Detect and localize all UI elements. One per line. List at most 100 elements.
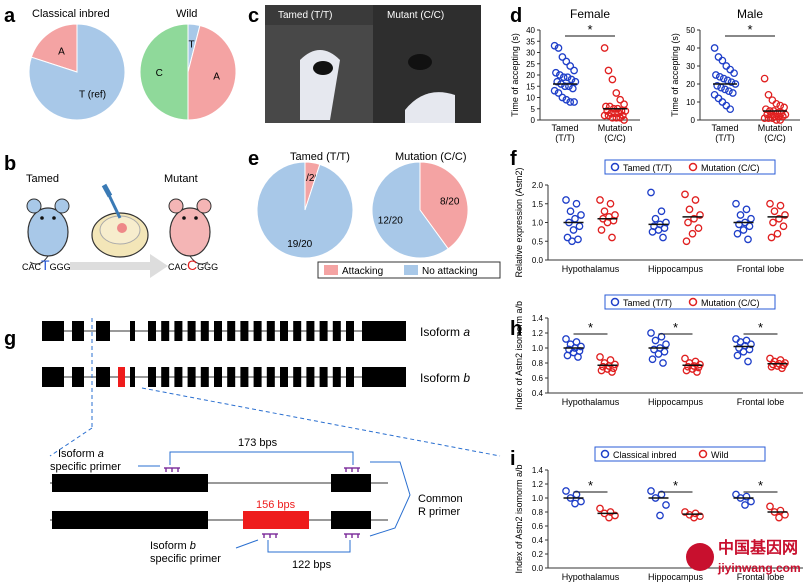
chart-title: Female [570, 7, 610, 21]
y-tick-label: 10 [526, 94, 535, 103]
legend-box [594, 446, 766, 462]
exon [319, 321, 328, 341]
pie-wild: TAC [139, 23, 237, 121]
data-point [571, 499, 579, 508]
pie-slice [30, 23, 78, 73]
svg-text:中国基因网: 中国基因网 [718, 538, 798, 557]
data-point [760, 114, 769, 123]
data-point [685, 205, 694, 214]
y-axis-label: Time of accepting (s) [510, 33, 520, 117]
data-point [776, 101, 785, 110]
common-primer-label1: Common [418, 493, 463, 505]
y-axis-label: Relative expression (Astn2) [514, 167, 524, 277]
data-point [730, 69, 738, 78]
isoform-a-label: Isoform a [420, 325, 470, 339]
data-point [558, 53, 567, 61]
primer-b-label2: specific primer [150, 553, 221, 565]
data-point [596, 353, 604, 361]
data-point [602, 102, 610, 111]
data-point [735, 220, 743, 229]
data-point [747, 214, 755, 223]
data-point [766, 502, 774, 511]
data-point [727, 78, 736, 87]
primer-b-label: Isoform b [150, 540, 196, 552]
exon [42, 321, 64, 341]
exon [306, 367, 315, 387]
data-point [776, 116, 785, 124]
data-point [558, 93, 567, 102]
data-point [616, 113, 625, 122]
exon [240, 367, 249, 387]
data-point [597, 366, 606, 375]
y-tick-label: 0.8 [532, 508, 544, 517]
data-point [733, 351, 742, 360]
zoom-line-right [141, 387, 501, 457]
legend-e-noattack-swatch [404, 265, 418, 275]
panel-letter-i: i [510, 448, 516, 470]
data-point [600, 111, 609, 120]
exon [130, 367, 135, 387]
data-point [647, 329, 655, 337]
panel-letter-d: d [510, 5, 522, 27]
isoform-b-label: Isoform b [420, 371, 470, 385]
x-tick-label: (C/C) [764, 133, 786, 143]
data-point [725, 87, 733, 96]
data-point [770, 207, 779, 216]
pie-e2-title: Mutation (C/C) [395, 151, 467, 163]
exon [42, 367, 64, 387]
data-point [612, 89, 621, 97]
pie-slice [256, 161, 354, 259]
common-primer-label2: R primer [418, 506, 461, 518]
data-point [620, 116, 628, 124]
data-point [577, 211, 585, 219]
pie-slice [371, 161, 449, 259]
exon [253, 367, 262, 387]
data-point [562, 57, 571, 66]
pie-slice-label: 12/20 [378, 216, 403, 227]
exon [332, 367, 341, 387]
y-tick-label: 0.4 [532, 536, 544, 545]
data-point [715, 72, 724, 81]
x-tick-label: Hippocampus [648, 264, 704, 274]
x-tick-label: Frontal lobe [737, 397, 785, 407]
data-point [568, 237, 576, 246]
y-axis-label: Time of accepting (s) [670, 33, 680, 117]
data-point [569, 348, 578, 357]
exon [240, 321, 249, 341]
legend-marker [610, 297, 620, 307]
y-tick-label: 0.6 [532, 522, 544, 531]
data-point [726, 105, 735, 114]
data-point [605, 513, 613, 522]
data-point [681, 354, 689, 363]
y-tick-label: 0 [691, 116, 696, 125]
data-point [681, 190, 689, 199]
photo-left-label: Tamed (T/T) [278, 10, 332, 21]
data-point [648, 228, 657, 236]
data-point [745, 222, 754, 231]
x-tick-label: Hypothalamus [562, 397, 620, 407]
pie-slice-label: 19/20 [287, 239, 312, 250]
exon [266, 367, 275, 387]
x-tick-label: (C/C) [604, 133, 626, 143]
data-point [657, 207, 666, 216]
exon [200, 367, 209, 387]
y-tick-label: 0.0 [532, 564, 544, 573]
data-point [608, 233, 616, 242]
data-point [567, 75, 576, 84]
y-tick-label: 1.4 [532, 314, 544, 323]
data-point [563, 233, 572, 242]
x-tick-label: Frontal lobe [737, 572, 785, 582]
data-point [566, 98, 575, 106]
photo-right-label: Mutant (C/C) [387, 10, 444, 21]
y-axis-label: Index of Astn2 isomorm a/b [514, 301, 524, 410]
exon [319, 367, 328, 387]
exon [200, 321, 209, 341]
exon [306, 321, 315, 341]
y-tick-label: 20 [686, 80, 695, 89]
exon [227, 321, 236, 341]
data-point [712, 71, 720, 79]
exon [266, 321, 275, 341]
data-point [722, 101, 731, 110]
